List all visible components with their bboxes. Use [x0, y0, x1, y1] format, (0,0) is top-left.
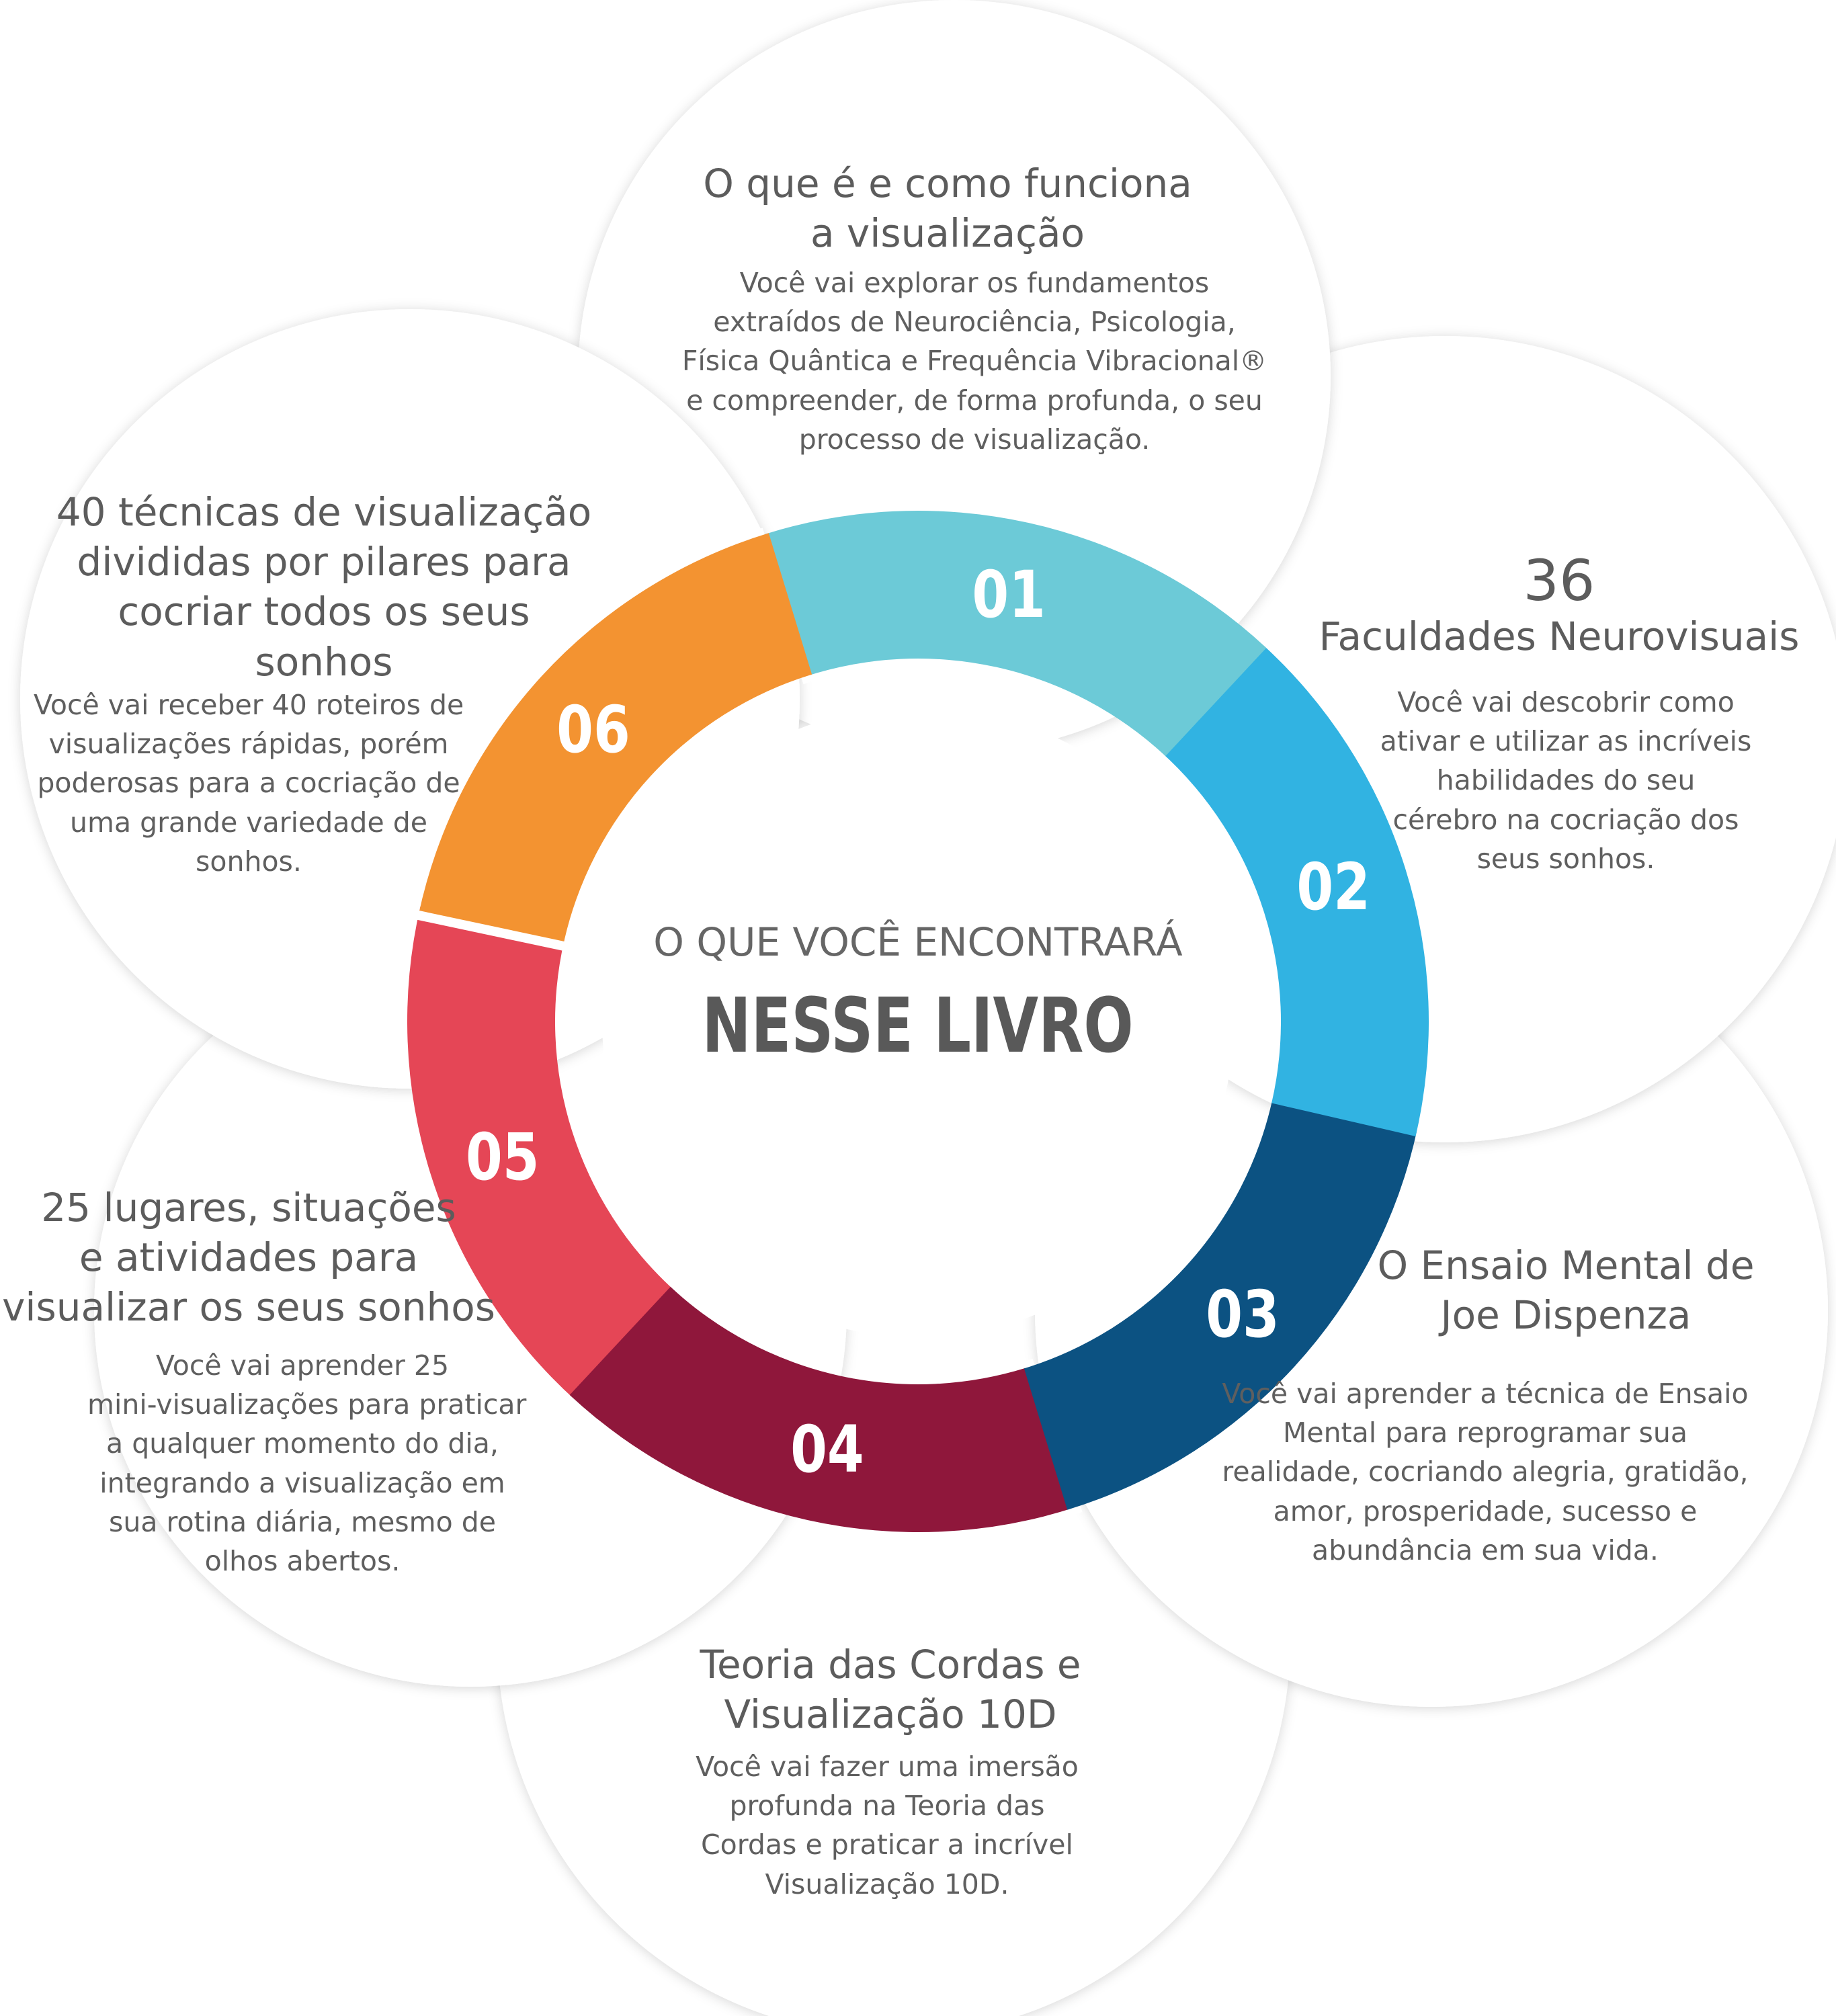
ring-segment-01: [760, 510, 1267, 757]
item-03-title-line: O Ensaio Mental de: [1377, 1243, 1755, 1288]
item-04-desc-line: Cordas e praticar a incrível: [701, 1829, 1073, 1861]
item-03-desc-line: Mental para reprogramar sua: [1282, 1417, 1688, 1450]
segment-number-05: 05: [466, 1120, 540, 1195]
item-05-description: Você vai aprender 25 mini-visualizações …: [87, 1346, 527, 1581]
item-01-desc-line: extraídos de Neurociência, Psicologia,: [713, 306, 1236, 339]
item-01-desc-line: e compreender, de forma profunda, o seu: [686, 384, 1263, 417]
center-subtitle: O QUE VOCÊ ENCONTRARÁ: [582, 919, 1254, 965]
segment-number-04: 04: [790, 1412, 864, 1487]
item-02-desc-line: cérebro na cocriação dos: [1392, 803, 1739, 836]
item-04-title-line: Visualização 10D: [724, 1691, 1057, 1738]
item-01-desc-line: Física Quântica e Frequência Vibracional…: [681, 345, 1267, 378]
item-06-title-line: sonhos: [255, 638, 393, 685]
segment-number-01: 01: [972, 558, 1046, 633]
item-03-desc-line: abundância em sua vida.: [1312, 1534, 1659, 1566]
item-02-number: 36: [1431, 550, 1687, 612]
item-01-description: Você vai explorar os fundamentos extraíd…: [672, 263, 1277, 459]
item-02-title: Faculdades Neurovisuais: [1304, 612, 1814, 661]
item-06-description: Você vai receber 40 roteiros de visualiz…: [34, 685, 464, 881]
item-02-desc-line: ativar e utilizar as incríveis: [1380, 725, 1752, 758]
item-01-desc-line: processo de visualização.: [798, 423, 1151, 456]
segment-number-06: 06: [556, 692, 630, 767]
center-circle: [602, 706, 1234, 1337]
item-04-description: Você vai fazer uma imersão profunda na T…: [672, 1747, 1102, 1904]
item-03-desc-line: realidade, cocriando alegria, gratidão,: [1222, 1456, 1749, 1488]
item-06-title-line: divididas por pilares para: [77, 539, 571, 585]
center-title: NESSE LIVRO: [582, 982, 1254, 1070]
segment-number-02: 02: [1296, 850, 1370, 925]
ring-segment-04: [569, 1286, 1076, 1532]
item-06-title: 40 técnicas de visualização divididas po…: [55, 487, 593, 687]
item-02-desc-line: seus sonhos.: [1476, 842, 1655, 875]
item-06-title-line: 40 técnicas de visualização: [56, 489, 592, 535]
item-05-desc-line: mini-visualizações para praticar: [87, 1388, 527, 1421]
item-02-desc-line: habilidades do seu: [1436, 764, 1696, 797]
item-03-title-line: Joe Dispenza: [1440, 1292, 1692, 1339]
item-04-title: Teoria das Cordas e Visualização 10D: [635, 1640, 1146, 1739]
item-03-desc-line: Você vai aprender a técnica de Ensaio: [1222, 1378, 1749, 1410]
ring-segment-03: [1024, 1097, 1418, 1510]
item-06-desc-line: visualizações rápidas, porém: [48, 728, 449, 761]
item-05-title-line: visualizar os seus sonhos: [2, 1284, 495, 1331]
item-06-desc-line: uma grande variedade de: [70, 806, 427, 839]
item-04-desc-line: Você vai fazer uma imersão: [696, 1751, 1079, 1783]
item-05-desc-line: Você vai aprender 25: [155, 1349, 450, 1382]
item-02-number-text: 36: [1523, 548, 1595, 614]
item-03-desc-line: amor, prosperidade, sucesso e: [1273, 1495, 1698, 1527]
center-title-text: NESSE LIVRO: [702, 982, 1134, 1070]
center-subtitle-text: O QUE VOCÊ ENCONTRARÁ: [653, 919, 1183, 965]
ring-group: [407, 510, 1429, 1532]
petal-03: [1035, 914, 1828, 1707]
item-05-title: 25 lugares, situações e atividades para …: [0, 1183, 497, 1333]
item-02-title-line: Faculdades Neurovisuais: [1319, 614, 1800, 659]
item-04-title-line: Teoria das Cordas e: [700, 1642, 1081, 1687]
segment-number-03: 03: [1206, 1277, 1280, 1352]
item-04-desc-line: profunda na Teoria das: [729, 1790, 1045, 1822]
item-03-title: O Ensaio Mental de Joe Dispenza: [1337, 1241, 1794, 1340]
item-05-desc-line: sua rotina diária, mesmo de: [109, 1505, 496, 1538]
item-06-desc-line: Você vai receber 40 roteiros de: [34, 689, 464, 721]
item-01-title-line: a visualização: [810, 210, 1085, 257]
ring-segment-05: [407, 907, 675, 1401]
petal-06: [20, 309, 800, 1089]
item-05-desc-line: a qualquer momento do dia,: [106, 1427, 499, 1460]
item-06-desc-line: poderosas para a cocriação de: [37, 767, 460, 800]
segment-divider: [411, 909, 571, 952]
item-05-desc-line: olhos abertos.: [204, 1545, 401, 1578]
item-06-title-line: cocriar todos os seus: [118, 589, 530, 635]
ring-segment-06: [418, 533, 812, 946]
ring-segment-02: [1161, 642, 1429, 1136]
item-02-description: Você vai descobrir como ativar e utiliza…: [1364, 683, 1767, 878]
item-05-desc-line: integrando a visualização em: [99, 1466, 505, 1499]
item-01-title-line: O que é e como funciona: [703, 161, 1192, 206]
number-group: 01 02 03 04 05 06: [466, 558, 1370, 1487]
item-03-description: Você vai aprender a técnica de Ensaio Me…: [1203, 1374, 1767, 1570]
item-01-title: O que é e como funciona a visualização: [645, 159, 1250, 258]
item-04-desc-line: Visualização 10D.: [765, 1867, 1009, 1900]
item-05-title-line: 25 lugares, situações: [41, 1185, 456, 1230]
item-02-desc-line: Você vai descobrir como: [1397, 686, 1735, 718]
item-01-desc-line: Você vai explorar os fundamentos: [739, 267, 1210, 299]
item-06-desc-line: sonhos.: [196, 845, 302, 878]
item-05-title-line: e atividades para: [79, 1234, 419, 1281]
